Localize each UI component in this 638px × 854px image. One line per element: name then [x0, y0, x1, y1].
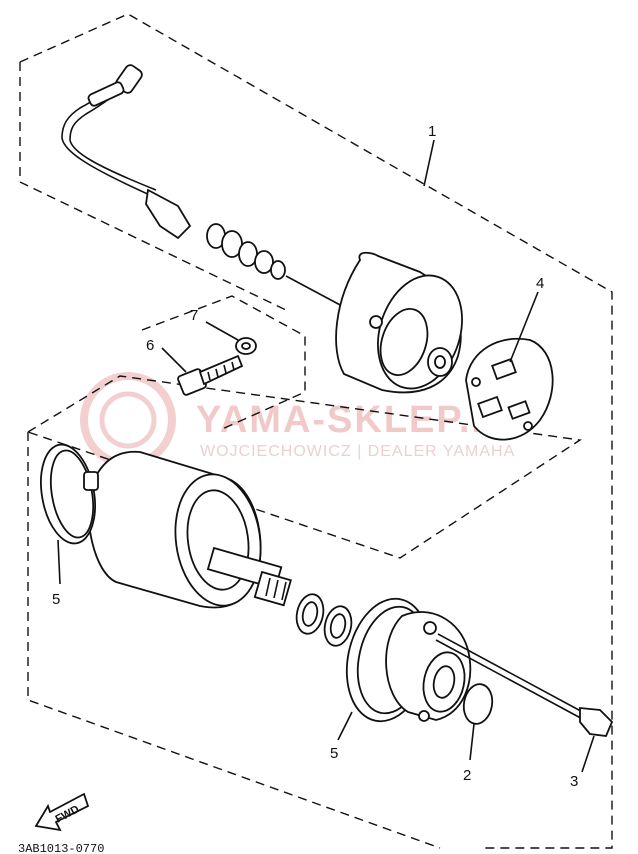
rear-cover [335, 251, 463, 394]
brush-holder [465, 337, 554, 441]
assembly-boundary-left [19, 62, 291, 313]
leader-lines [57, 139, 595, 773]
starter-yoke [87, 450, 292, 609]
washer-7 [235, 337, 257, 355]
terminal-hardware [206, 223, 373, 323]
front-cover [345, 597, 472, 723]
lead-wire [61, 64, 192, 240]
callout-1: 1 [428, 123, 436, 140]
watermark-subtitle: WOJCIECHOWICZ | DEALER YAMAHA [200, 443, 515, 460]
shim-washers [295, 593, 353, 647]
callout-5-right: 5 [330, 745, 338, 762]
callout-3: 3 [570, 773, 578, 790]
fwd-label: FWD [54, 803, 82, 825]
bolt-6 [177, 354, 244, 396]
watermark-brand: YAMA-SKLEP.PL [196, 399, 524, 441]
callout-6: 6 [146, 337, 154, 354]
armature-group-boundary [27, 375, 582, 849]
o-ring-2 [462, 683, 494, 725]
figure-code: 3AB1013-0770 [18, 842, 104, 854]
fwd-arrow: FWD [34, 792, 90, 832]
watermark: YAMA-SKLEP.PL WOJCIECHOWICZ | DEALER YAM… [80, 372, 524, 468]
callout-2: 2 [463, 767, 471, 784]
callout-7: 7 [190, 307, 198, 324]
bolt-group-boundary [141, 295, 306, 431]
through-bolt-3 [435, 633, 614, 737]
assembly-boundary [19, 13, 613, 849]
o-ring-5-left [40, 443, 99, 545]
callout-5-left: 5 [52, 591, 60, 608]
callout-4: 4 [536, 275, 544, 292]
